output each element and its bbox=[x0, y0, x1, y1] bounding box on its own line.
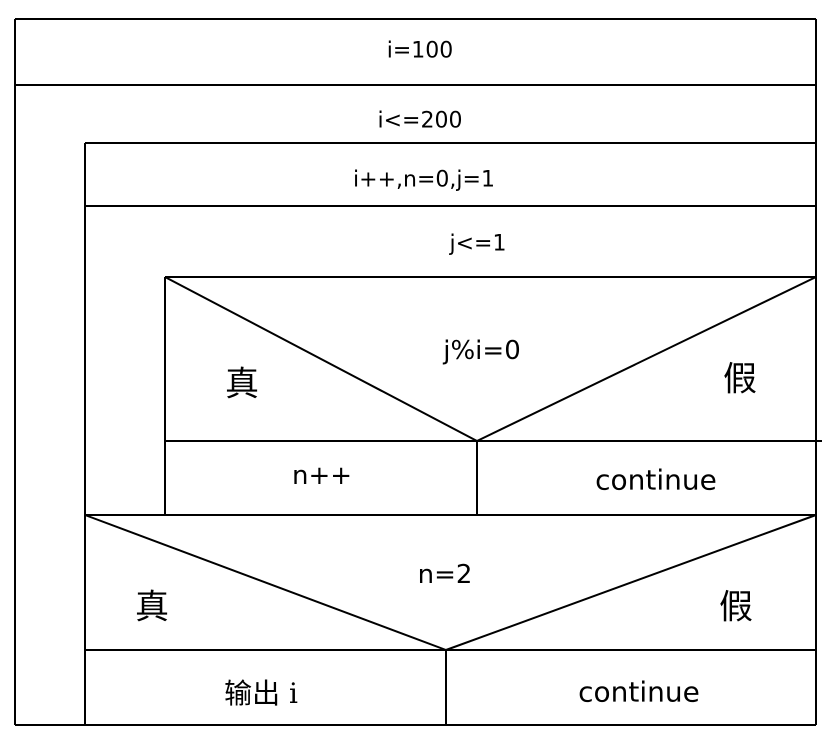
outer-init-label: i=100 bbox=[386, 38, 454, 64]
outer-decision-true-label: 真 bbox=[135, 587, 169, 628]
outer-decision-false-label: 假 bbox=[719, 587, 753, 628]
inner-decision-false-label: 假 bbox=[723, 359, 757, 400]
outer-condition-label: i<=200 bbox=[377, 108, 463, 134]
outer-body-init-label: i++,n=0,j=1 bbox=[353, 167, 495, 193]
inner-decision-left-diag bbox=[164, 276, 478, 442]
outer-decision-left-diag bbox=[84, 514, 447, 651]
outer-decision-right-diag bbox=[445, 514, 817, 651]
inner-false-action: continue bbox=[595, 463, 717, 497]
inner-decision-right-diag bbox=[476, 276, 817, 442]
outer-true-action: 输出 i bbox=[224, 677, 298, 710]
outer-false-action: continue bbox=[578, 675, 700, 709]
inner-true-action: n++ bbox=[291, 461, 353, 491]
outer-decision-condition: n=2 bbox=[417, 560, 473, 590]
inner-decision-condition: j%i=0 bbox=[443, 336, 521, 366]
inner-condition-label: j<=1 bbox=[449, 231, 507, 257]
inner-decision-true-label: 真 bbox=[225, 364, 259, 405]
